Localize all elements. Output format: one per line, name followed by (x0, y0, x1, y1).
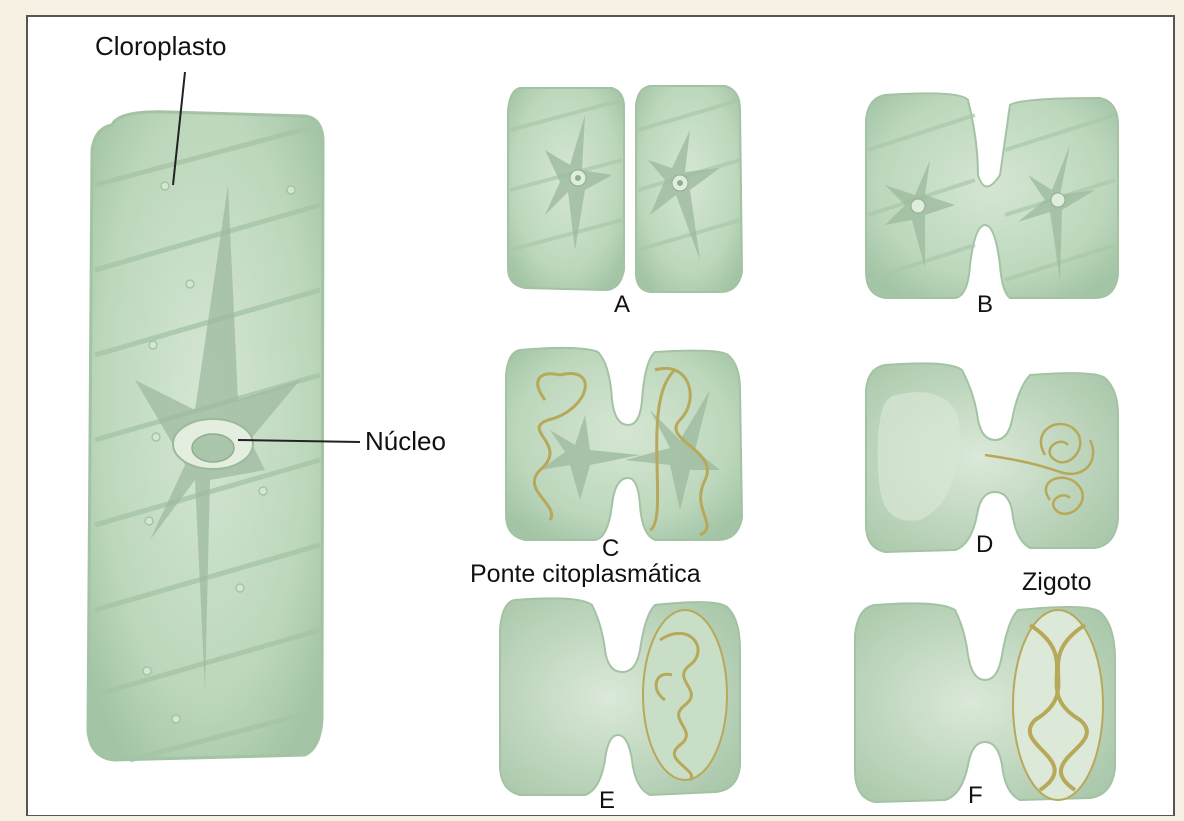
nucleus (192, 434, 234, 462)
stage-a-label: A (614, 291, 630, 318)
chloroplast-label: Cloroplasto (95, 31, 227, 61)
stage-b-label: B (977, 291, 993, 318)
stage-a-cells (508, 86, 742, 292)
stage-d-label: D (976, 531, 993, 558)
cytoplasmic-bridge-label: Ponte citoplasmática (470, 560, 701, 588)
large-cell (88, 112, 323, 760)
zygote-label: Zigoto (1022, 568, 1091, 596)
nucleus-label: Núcleo (365, 426, 446, 456)
stage-e-label: E (599, 787, 615, 814)
stage-c-label: C (602, 535, 619, 562)
stage-f-label: F (968, 782, 983, 809)
